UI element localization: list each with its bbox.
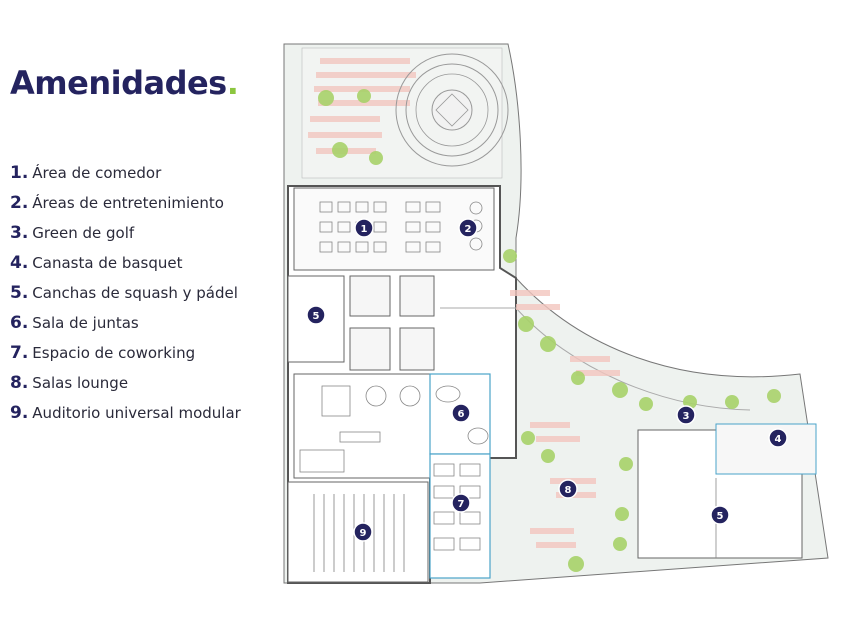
marker-label: 2 [465, 224, 472, 235]
legend-label: Sala de juntas [32, 314, 139, 332]
marker-8[interactable]: 8 [558, 479, 578, 499]
marker-label: 3 [683, 411, 690, 422]
floor-plan: 1 2 5 6 7 8 9 3 4 5 [283, 43, 829, 584]
legend-number: 5. [10, 283, 29, 303]
legend-number: 4. [10, 253, 29, 273]
legend-item-7: 7.Espacio de coworking [10, 343, 241, 373]
legend-label: Áreas de entretenimiento [32, 194, 224, 212]
dining-tables [319, 201, 483, 253]
marker-2[interactable]: 2 [458, 218, 478, 238]
title-text: Amenidades [10, 64, 227, 102]
legend-number: 7. [10, 343, 29, 363]
legend-label: Espacio de coworking [32, 344, 196, 362]
legend-number: 2. [10, 193, 29, 213]
legend-item-5: 5.Canchas de squash y pádel [10, 283, 241, 313]
marker-5-courts[interactable]: 5 [710, 505, 730, 525]
legend-label: Área de comedor [32, 164, 162, 182]
legend-label: Canasta de basquet [32, 254, 183, 272]
marker-1[interactable]: 1 [354, 218, 374, 238]
legend-label: Auditorio universal modular [32, 404, 241, 422]
legend-item-4: 4.Canasta de basquet [10, 253, 241, 283]
legend-item-6: 6.Sala de juntas [10, 313, 241, 343]
marker-label: 5 [313, 311, 320, 322]
marker-label: 9 [360, 528, 367, 539]
circular-garden [395, 53, 509, 167]
marker-label: 8 [565, 485, 572, 496]
marker-6[interactable]: 6 [451, 403, 471, 423]
legend-label: Salas lounge [32, 374, 129, 392]
legend-item-2: 2.Áreas de entretenimiento [10, 193, 241, 223]
legend-item-8: 8.Salas lounge [10, 373, 241, 403]
legend-item-9: 9.Auditorio universal modular [10, 403, 241, 433]
service-core [349, 275, 435, 371]
page-title: Amenidades. [10, 64, 239, 102]
legend-item-1: 1.Área de comedor [10, 163, 241, 193]
marker-label: 4 [775, 434, 782, 445]
legend-number: 1. [10, 163, 29, 183]
meeting-chairs [435, 385, 489, 445]
marker-label: 7 [458, 499, 465, 510]
amenities-legend: 1.Área de comedor 2.Áreas de entretenimi… [10, 163, 241, 433]
legend-number: 6. [10, 313, 29, 333]
title-dot: . [226, 64, 239, 102]
legend-label: Green de golf [32, 224, 135, 242]
coworking-desks [433, 463, 481, 551]
marker-7[interactable]: 7 [451, 493, 471, 513]
marker-4[interactable]: 4 [768, 428, 788, 448]
legend-number: 9. [10, 403, 29, 423]
basketball-area [715, 423, 817, 475]
marker-5-squash[interactable]: 5 [306, 305, 326, 325]
marker-9[interactable]: 9 [353, 522, 373, 542]
marker-label: 6 [458, 409, 465, 420]
legend-item-3: 3.Green de golf [10, 223, 241, 253]
legend-label: Canchas de squash y pádel [32, 284, 238, 302]
service-fixtures [299, 385, 421, 473]
marker-label: 5 [717, 511, 724, 522]
marker-3[interactable]: 3 [676, 405, 696, 425]
legend-number: 8. [10, 373, 29, 393]
marker-label: 1 [361, 224, 368, 235]
legend-number: 3. [10, 223, 29, 243]
services-block [293, 373, 431, 479]
